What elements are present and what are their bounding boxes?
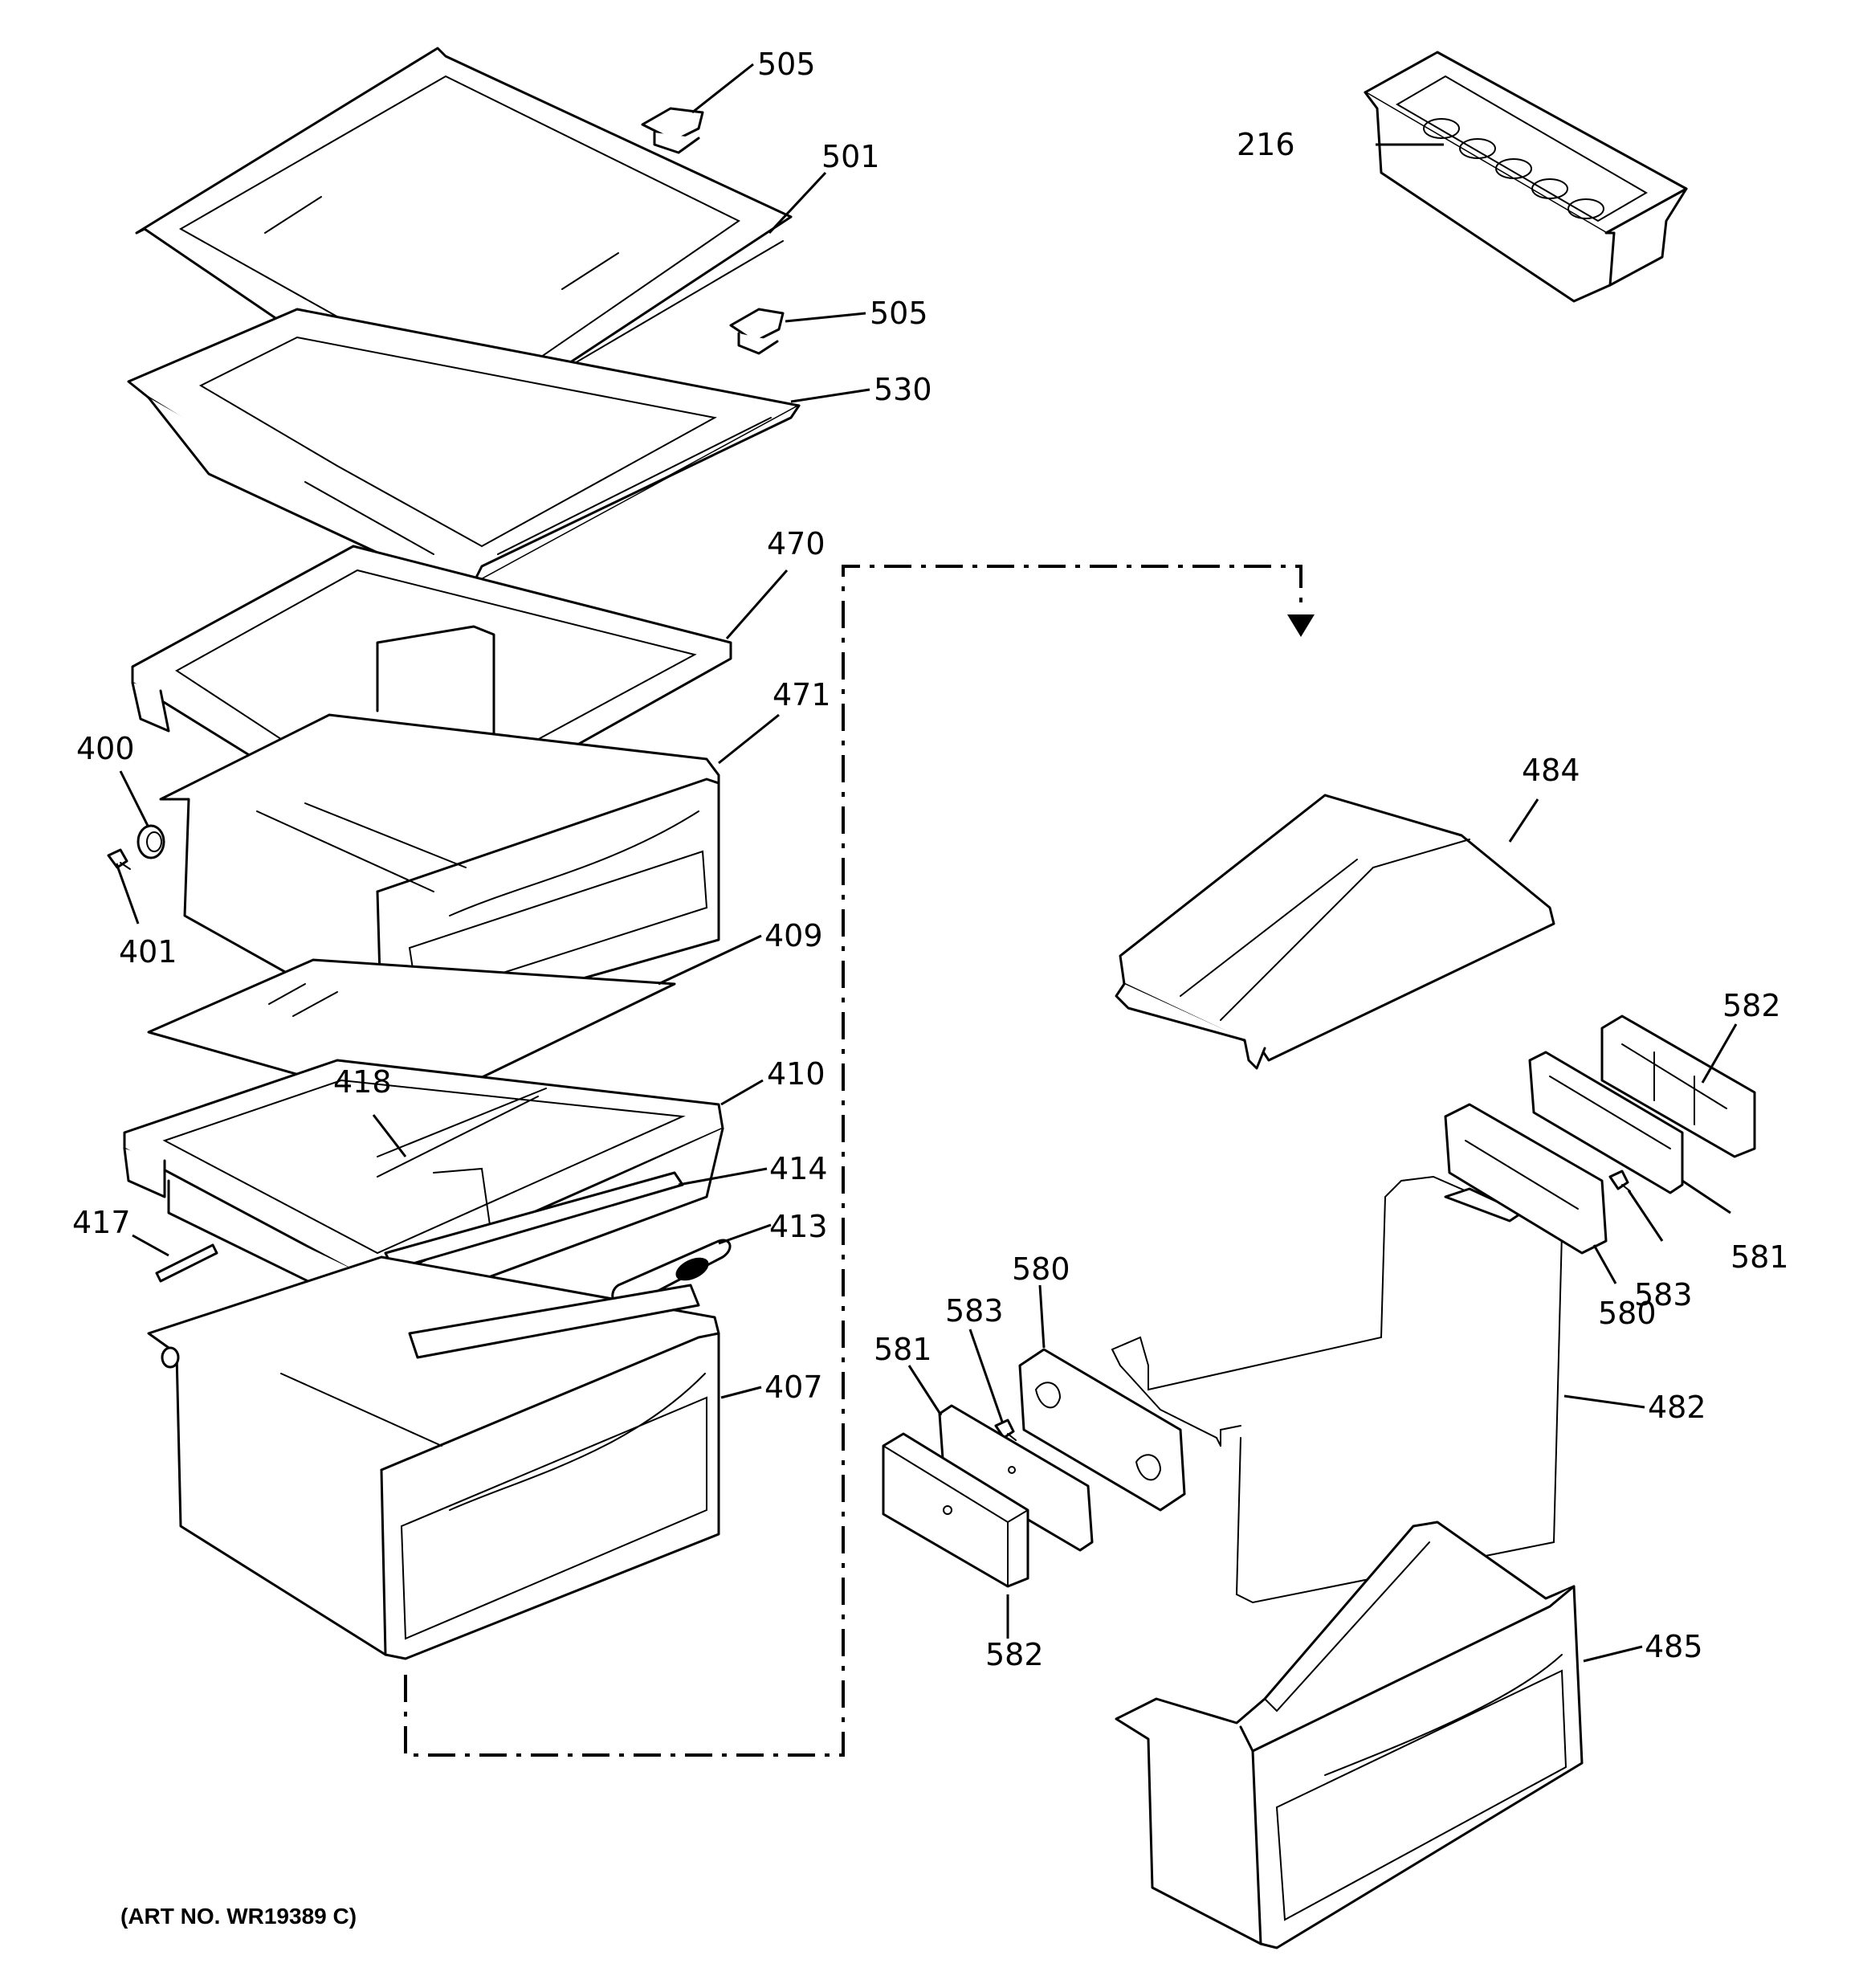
part-485-bottom-drawer: [1115, 1521, 1584, 1949]
label-580-right: 580: [1598, 1296, 1657, 1331]
part-407-lower-drawer: [147, 1255, 720, 1660]
part-418-divider: [377, 1096, 539, 1178]
part-482-wire-frame: [1111, 1175, 1563, 1604]
label-582-right: 582: [1722, 988, 1781, 1023]
label-505-right: 505: [870, 296, 928, 331]
label-400: 400: [76, 731, 135, 766]
label-484: 484: [1522, 753, 1580, 788]
label-581-left: 581: [874, 1332, 932, 1367]
part-580-bracket-right: [1444, 1103, 1608, 1255]
part-471-crisper-drawer: [159, 713, 720, 1034]
part-582-block-right: [1600, 1014, 1756, 1158]
label-413: 413: [769, 1209, 828, 1244]
part-400-knob: [137, 824, 165, 859]
part-216-bin: [1364, 51, 1688, 303]
art-number: (ART NO. WR19389 C): [120, 1904, 357, 1929]
label-482: 482: [1648, 1390, 1706, 1425]
part-583-screw-right: [1608, 1170, 1631, 1192]
label-581-right: 581: [1731, 1239, 1789, 1275]
route-arrowhead: [1287, 614, 1315, 637]
part-401-screw: [107, 848, 131, 870]
label-485: 485: [1645, 1629, 1703, 1664]
leader-lines: [115, 63, 1738, 1663]
part-505-clip-right: [729, 308, 785, 355]
label-530: 530: [874, 372, 932, 407]
label-409: 409: [764, 918, 823, 953]
label-470: 470: [767, 526, 826, 561]
label-580-left: 580: [1012, 1251, 1070, 1287]
label-583-right: 583: [1634, 1277, 1693, 1312]
label-471: 471: [773, 677, 831, 712]
part-581-rail-right: [1528, 1051, 1684, 1194]
label-501: 501: [821, 139, 880, 174]
part-530-shelf-frame: [127, 308, 801, 592]
label-417: 417: [72, 1205, 131, 1240]
part-417-rail: [155, 1243, 218, 1283]
label-582-left: 582: [985, 1637, 1044, 1672]
part-580-bracket-left: [1018, 1348, 1186, 1512]
label-505-top: 505: [757, 47, 816, 82]
label-401: 401: [119, 934, 177, 970]
dash-dot-route-line: [404, 565, 1302, 1757]
part-505-clip-top: [641, 107, 704, 154]
label-583-left: 583: [945, 1293, 1004, 1329]
label-407: 407: [764, 1370, 823, 1405]
label-414: 414: [769, 1151, 828, 1186]
label-418: 418: [333, 1064, 392, 1100]
label-216: 216: [1237, 127, 1295, 162]
label-410: 410: [767, 1056, 826, 1092]
part-582-block-left: [882, 1432, 1029, 1588]
part-484-cover: [1115, 794, 1555, 1070]
